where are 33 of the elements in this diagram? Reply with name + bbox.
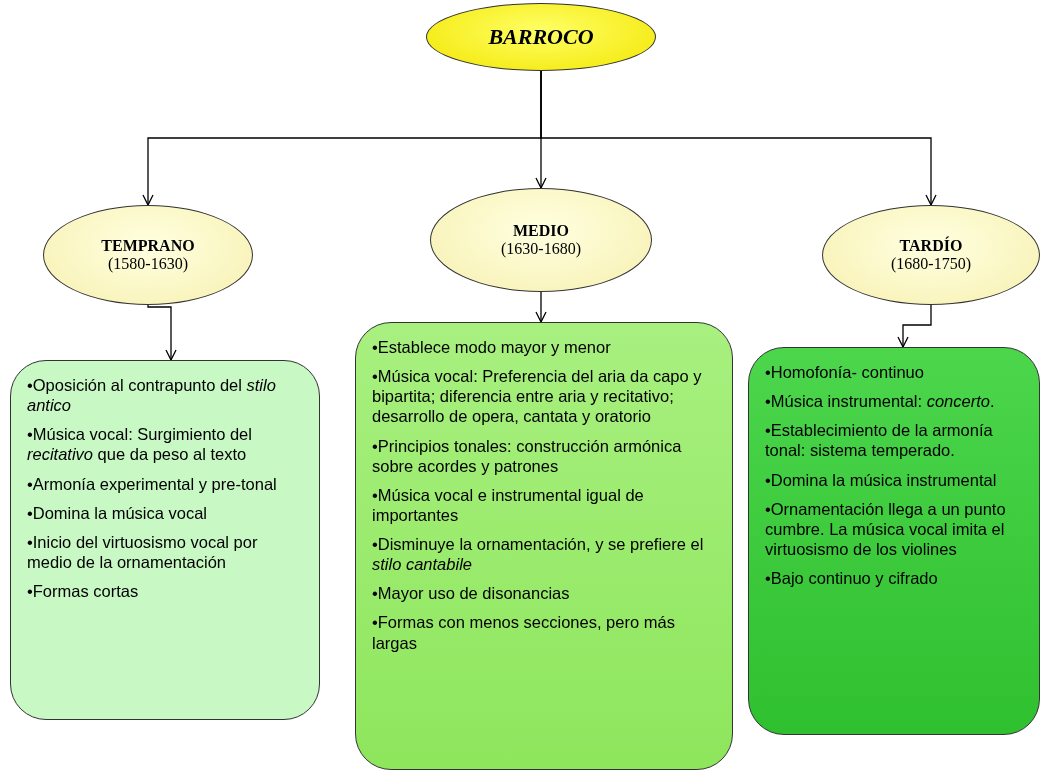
bullet-point: •Homofonía- continuo: [765, 362, 925, 383]
bullet-point: •Formas cortas: [27, 581, 140, 602]
bullet-point: •Establece modo mayor y menor: [372, 337, 612, 358]
bullet-point: •Formas con menos secciones, pero más largas: [372, 612, 676, 653]
period-name: TARDÍO: [899, 237, 963, 255]
connector-arrow: [540, 70, 937, 206]
bullet-point: •Música vocal: Preferencia del aria da capo y bipartita; diferencia entre aria y recitativo; desarrollo de opera, cantata y oratorio: [372, 366, 703, 427]
info-box: [10, 360, 320, 720]
connector-arrow: [147, 304, 177, 361]
info-box: [748, 347, 1040, 735]
connector-arrow: [535, 291, 547, 323]
bullet-point: •Armonía experimental y pre-tonal: [27, 473, 278, 494]
bullet-point: •Bajo continuo y cifrado: [765, 568, 939, 589]
bullet-point: •Música vocal e instrumental igual de importantes: [372, 484, 645, 525]
date-range: (1680-1750): [891, 255, 971, 273]
period-name: TEMPRANO: [101, 237, 195, 255]
info-box: [355, 322, 733, 770]
period-name: MEDIO: [513, 222, 569, 240]
bullet-point: •Disminuye la ornamentación, y se prefiere el stilo cantabile: [372, 534, 705, 575]
date-range: (1630-1680): [501, 240, 581, 258]
bullet-point: •Domina la música instrumental: [765, 469, 998, 490]
bullet-point: •Oposición al contrapunto del stilo antico: [27, 375, 277, 416]
date-range: (1580-1630): [108, 255, 188, 273]
connector-arrow: [897, 304, 932, 348]
bullet-point: •Música instrumental: concerto.: [765, 391, 996, 412]
bullet-point: •Ornamentación llega a un punto cumbre. La música vocal imita el virtuosismo de los violines: [765, 498, 1007, 559]
title-text: BARROCO: [488, 24, 594, 50]
bullet-point: •Domina la música vocal: [27, 502, 208, 523]
bullet-point: •Inicio del virtuosismo vocal por medio de la ornamentación: [27, 531, 259, 572]
bullet-point: •Música vocal: Surgimiento del recitativo que da peso al texto: [27, 424, 253, 465]
bullet-point: •Establecimiento de la armonía tonal: sistema temperado.: [765, 420, 994, 461]
bullet-point: •Mayor uso de disonancias: [372, 583, 571, 604]
bullet-point: •Principios tonales: construcción armónica sobre acordes y patrones: [372, 435, 683, 476]
